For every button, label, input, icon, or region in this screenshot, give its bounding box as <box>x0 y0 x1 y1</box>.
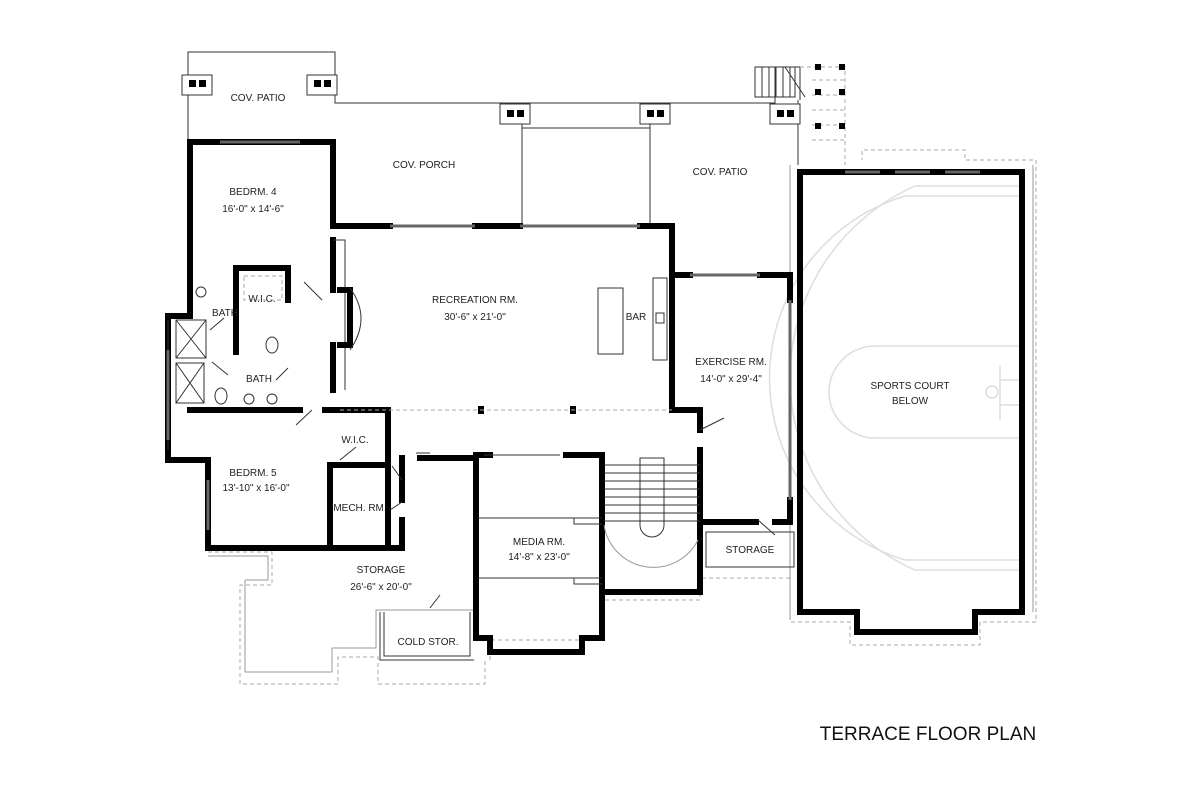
sports-court-lines <box>768 165 1034 635</box>
label-recreation-size: 30'-6" x 21'-0" <box>444 312 506 323</box>
label-bedroom4: BEDRM. 4 <box>229 187 277 198</box>
label-storage-main: STORAGE <box>357 565 406 576</box>
label-bedroom5-size: 13'-10" x 16'-0" <box>222 483 290 494</box>
label-exercise: EXERCISE RM. <box>695 357 767 368</box>
label-wic-lower: W.I.C. <box>341 435 368 446</box>
label-exercise-size: 14'-0" x 29'-4" <box>700 374 762 385</box>
walls <box>165 139 793 655</box>
label-media-size: 14'-8" x 23'-0" <box>508 552 570 563</box>
foundation-outline <box>208 149 1037 685</box>
label-media: MEDIA RM. <box>513 537 565 548</box>
label-sports-court: SPORTS COURT <box>870 381 949 392</box>
label-cold-storage: COLD STOR. <box>398 637 459 648</box>
label-cov-patio-right: COV. PATIO <box>693 167 748 178</box>
label-bath-upper: BATH <box>212 308 238 319</box>
doors <box>209 281 776 609</box>
columns <box>181 64 845 414</box>
label-bath-lower: BATH <box>246 374 272 385</box>
label-bedroom5: BEDRM. 5 <box>229 468 277 479</box>
label-storage-small: STORAGE <box>726 545 775 556</box>
label-cov-porch: COV. PORCH <box>393 160 455 171</box>
room-labels: COV. PATIO COV. PORCH COV. PATIO BEDRM. … <box>212 93 950 648</box>
label-bar: BAR <box>626 312 647 323</box>
plan-title: TERRACE FLOOR PLAN <box>820 724 1036 745</box>
storage-rooms <box>379 531 795 661</box>
label-recreation: RECREATION RM. <box>432 295 518 306</box>
label-mech: MECH. RM. <box>333 503 386 514</box>
label-sports-court-below: BELOW <box>892 396 929 407</box>
fixtures <box>175 275 668 405</box>
label-bedroom4-size: 16'-0" x 14'-6" <box>222 204 284 215</box>
label-cov-patio-left: COV. PATIO <box>231 93 286 104</box>
staircase <box>603 457 700 568</box>
label-storage-main-size: 26'-6" x 20'-0" <box>350 582 412 593</box>
label-wic-upper: W.I.C. <box>248 294 275 305</box>
